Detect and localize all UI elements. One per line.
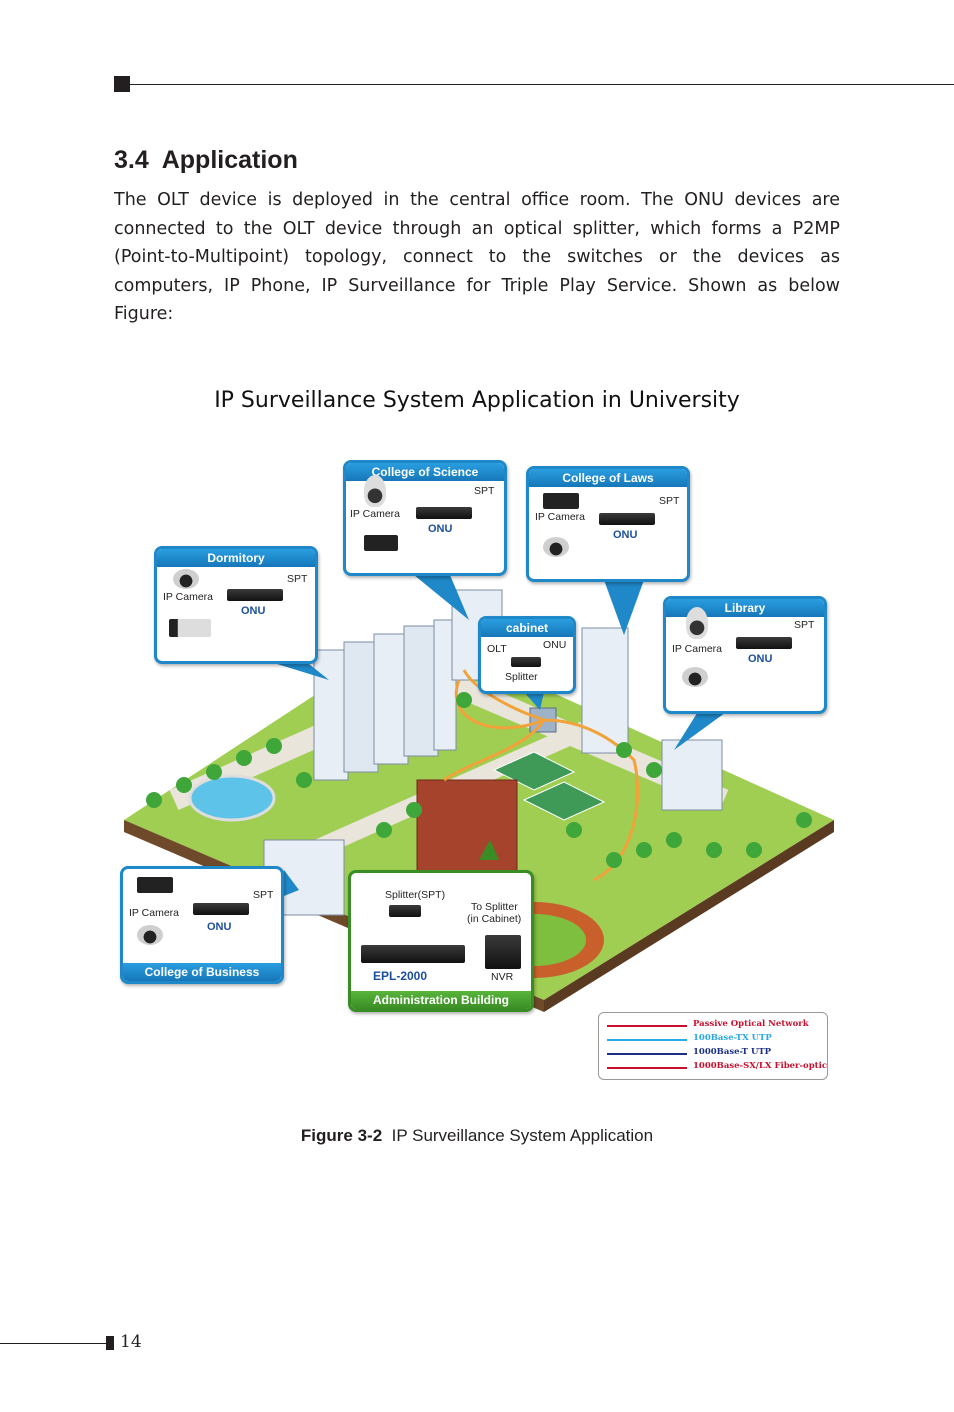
header-rule xyxy=(130,84,954,85)
legend-row: 1000Base-SX/LX Fiber-optic xyxy=(599,1061,827,1075)
olt-device-icon xyxy=(361,945,465,963)
dome-camera-icon xyxy=(137,925,163,945)
ptz-camera-icon xyxy=(686,607,708,639)
callout-title: Administration Building xyxy=(351,991,531,1009)
onu-device-icon xyxy=(736,637,792,649)
legend-line xyxy=(607,1067,687,1069)
spt-label: SPT xyxy=(287,573,307,585)
spt-label: SPT xyxy=(253,889,273,901)
callout-dormitory: Dormitory IP Camera ONU SPT xyxy=(154,546,318,664)
onu-label: ONU xyxy=(241,605,265,617)
callout-college-of-business: IP Camera ONU SPT College of Business xyxy=(120,866,284,984)
callout-administration-building: Splitter(SPT) To Splitter (in Cabinet) E… xyxy=(348,870,534,1012)
to-splitter-label: To Splitter xyxy=(471,901,518,913)
dome-camera-icon xyxy=(543,537,569,557)
onu-label: ONU xyxy=(428,523,452,535)
splitter-device-icon xyxy=(389,905,421,917)
nvr-device-icon xyxy=(485,935,521,969)
onu-device-icon xyxy=(193,903,249,915)
splitter-label: Splitter xyxy=(505,671,538,683)
box-camera-icon xyxy=(543,493,579,509)
callout-title: cabinet xyxy=(481,619,573,637)
legend-label: 1000Base-SX/LX Fiber-optic xyxy=(693,1061,827,1071)
to-splitter-sub-label: (in Cabinet) xyxy=(467,913,521,925)
callout-title: College of Business xyxy=(123,963,281,981)
section-heading: 3.4 Application xyxy=(114,146,298,175)
splitter-device-icon xyxy=(511,657,541,667)
callout-title: Dormitory xyxy=(157,549,315,567)
pointer-laws xyxy=(604,580,644,635)
onu-device-icon xyxy=(599,513,655,525)
box-camera-icon xyxy=(169,619,211,637)
figure-caption-text: IP Surveillance System Application xyxy=(392,1126,653,1145)
spt-label: SPT xyxy=(794,619,814,631)
box-camera-icon xyxy=(364,535,398,551)
footer-rule xyxy=(0,1343,106,1344)
ip-camera-label: IP Camera xyxy=(129,907,179,919)
nvr-label: NVR xyxy=(491,971,513,983)
dome-camera-icon xyxy=(173,569,199,589)
onu-label: ONU xyxy=(543,639,566,651)
onu-label: ONU xyxy=(207,921,231,933)
body-paragraph: The OLT device is deployed in the centra… xyxy=(114,186,840,329)
admin-building xyxy=(417,780,517,875)
figure-caption-label: Figure 3-2 xyxy=(301,1126,382,1145)
onu-label: ONU xyxy=(613,529,637,541)
dome-camera-icon xyxy=(682,667,708,687)
legend-label: Passive Optical Network xyxy=(693,1019,809,1029)
dormitory-buildings xyxy=(314,620,456,780)
legend-label: 1000Base-T UTP xyxy=(693,1047,771,1057)
onu-label: ONU xyxy=(748,653,772,665)
onu-device-icon xyxy=(227,589,283,601)
ip-camera-label: IP Camera xyxy=(350,508,400,520)
legend-line xyxy=(607,1025,687,1027)
legend-line xyxy=(607,1053,687,1055)
page-number: 14 xyxy=(120,1332,142,1352)
olt-label: OLT xyxy=(487,643,507,655)
callout-college-of-science: College of Science IP Camera ONU SPT xyxy=(343,460,507,576)
callout-cabinet: cabinet OLT ONU Splitter xyxy=(478,616,576,694)
laws-building xyxy=(582,628,628,753)
splitter-spt-label: Splitter(SPT) xyxy=(385,889,445,901)
figure-caption: Figure 3-2 IP Surveillance System Applic… xyxy=(0,1126,954,1146)
spt-label: SPT xyxy=(659,495,679,507)
ip-camera-label: IP Camera xyxy=(672,643,722,655)
ptz-camera-icon xyxy=(364,475,386,507)
legend-label: 100Base-TX UTP xyxy=(693,1033,772,1043)
header-square-marker xyxy=(114,76,130,92)
network-legend: Passive Optical Network 100Base-TX UTP 1… xyxy=(598,1012,828,1080)
callout-library: Library IP Camera ONU SPT xyxy=(663,596,827,714)
onu-device-icon xyxy=(416,507,472,519)
ip-camera-label: IP Camera xyxy=(535,511,585,523)
footer-square-marker xyxy=(106,1336,114,1350)
spt-label: SPT xyxy=(474,485,494,497)
library-building xyxy=(662,740,722,810)
callout-college-of-laws: College of Laws IP Camera ONU SPT xyxy=(526,466,690,582)
callout-title: College of Laws xyxy=(529,469,687,487)
legend-row: Passive Optical Network xyxy=(599,1019,827,1033)
legend-row: 1000Base-T UTP xyxy=(599,1047,827,1061)
legend-row: 100Base-TX UTP xyxy=(599,1033,827,1047)
university-surveillance-diagram: IP Surveillance System Application in Un… xyxy=(114,380,840,1090)
ip-camera-label: IP Camera xyxy=(163,591,213,603)
olt-model-label: EPL-2000 xyxy=(373,969,427,983)
legend-line xyxy=(607,1039,687,1041)
pond xyxy=(190,776,274,820)
box-camera-icon xyxy=(137,877,173,893)
